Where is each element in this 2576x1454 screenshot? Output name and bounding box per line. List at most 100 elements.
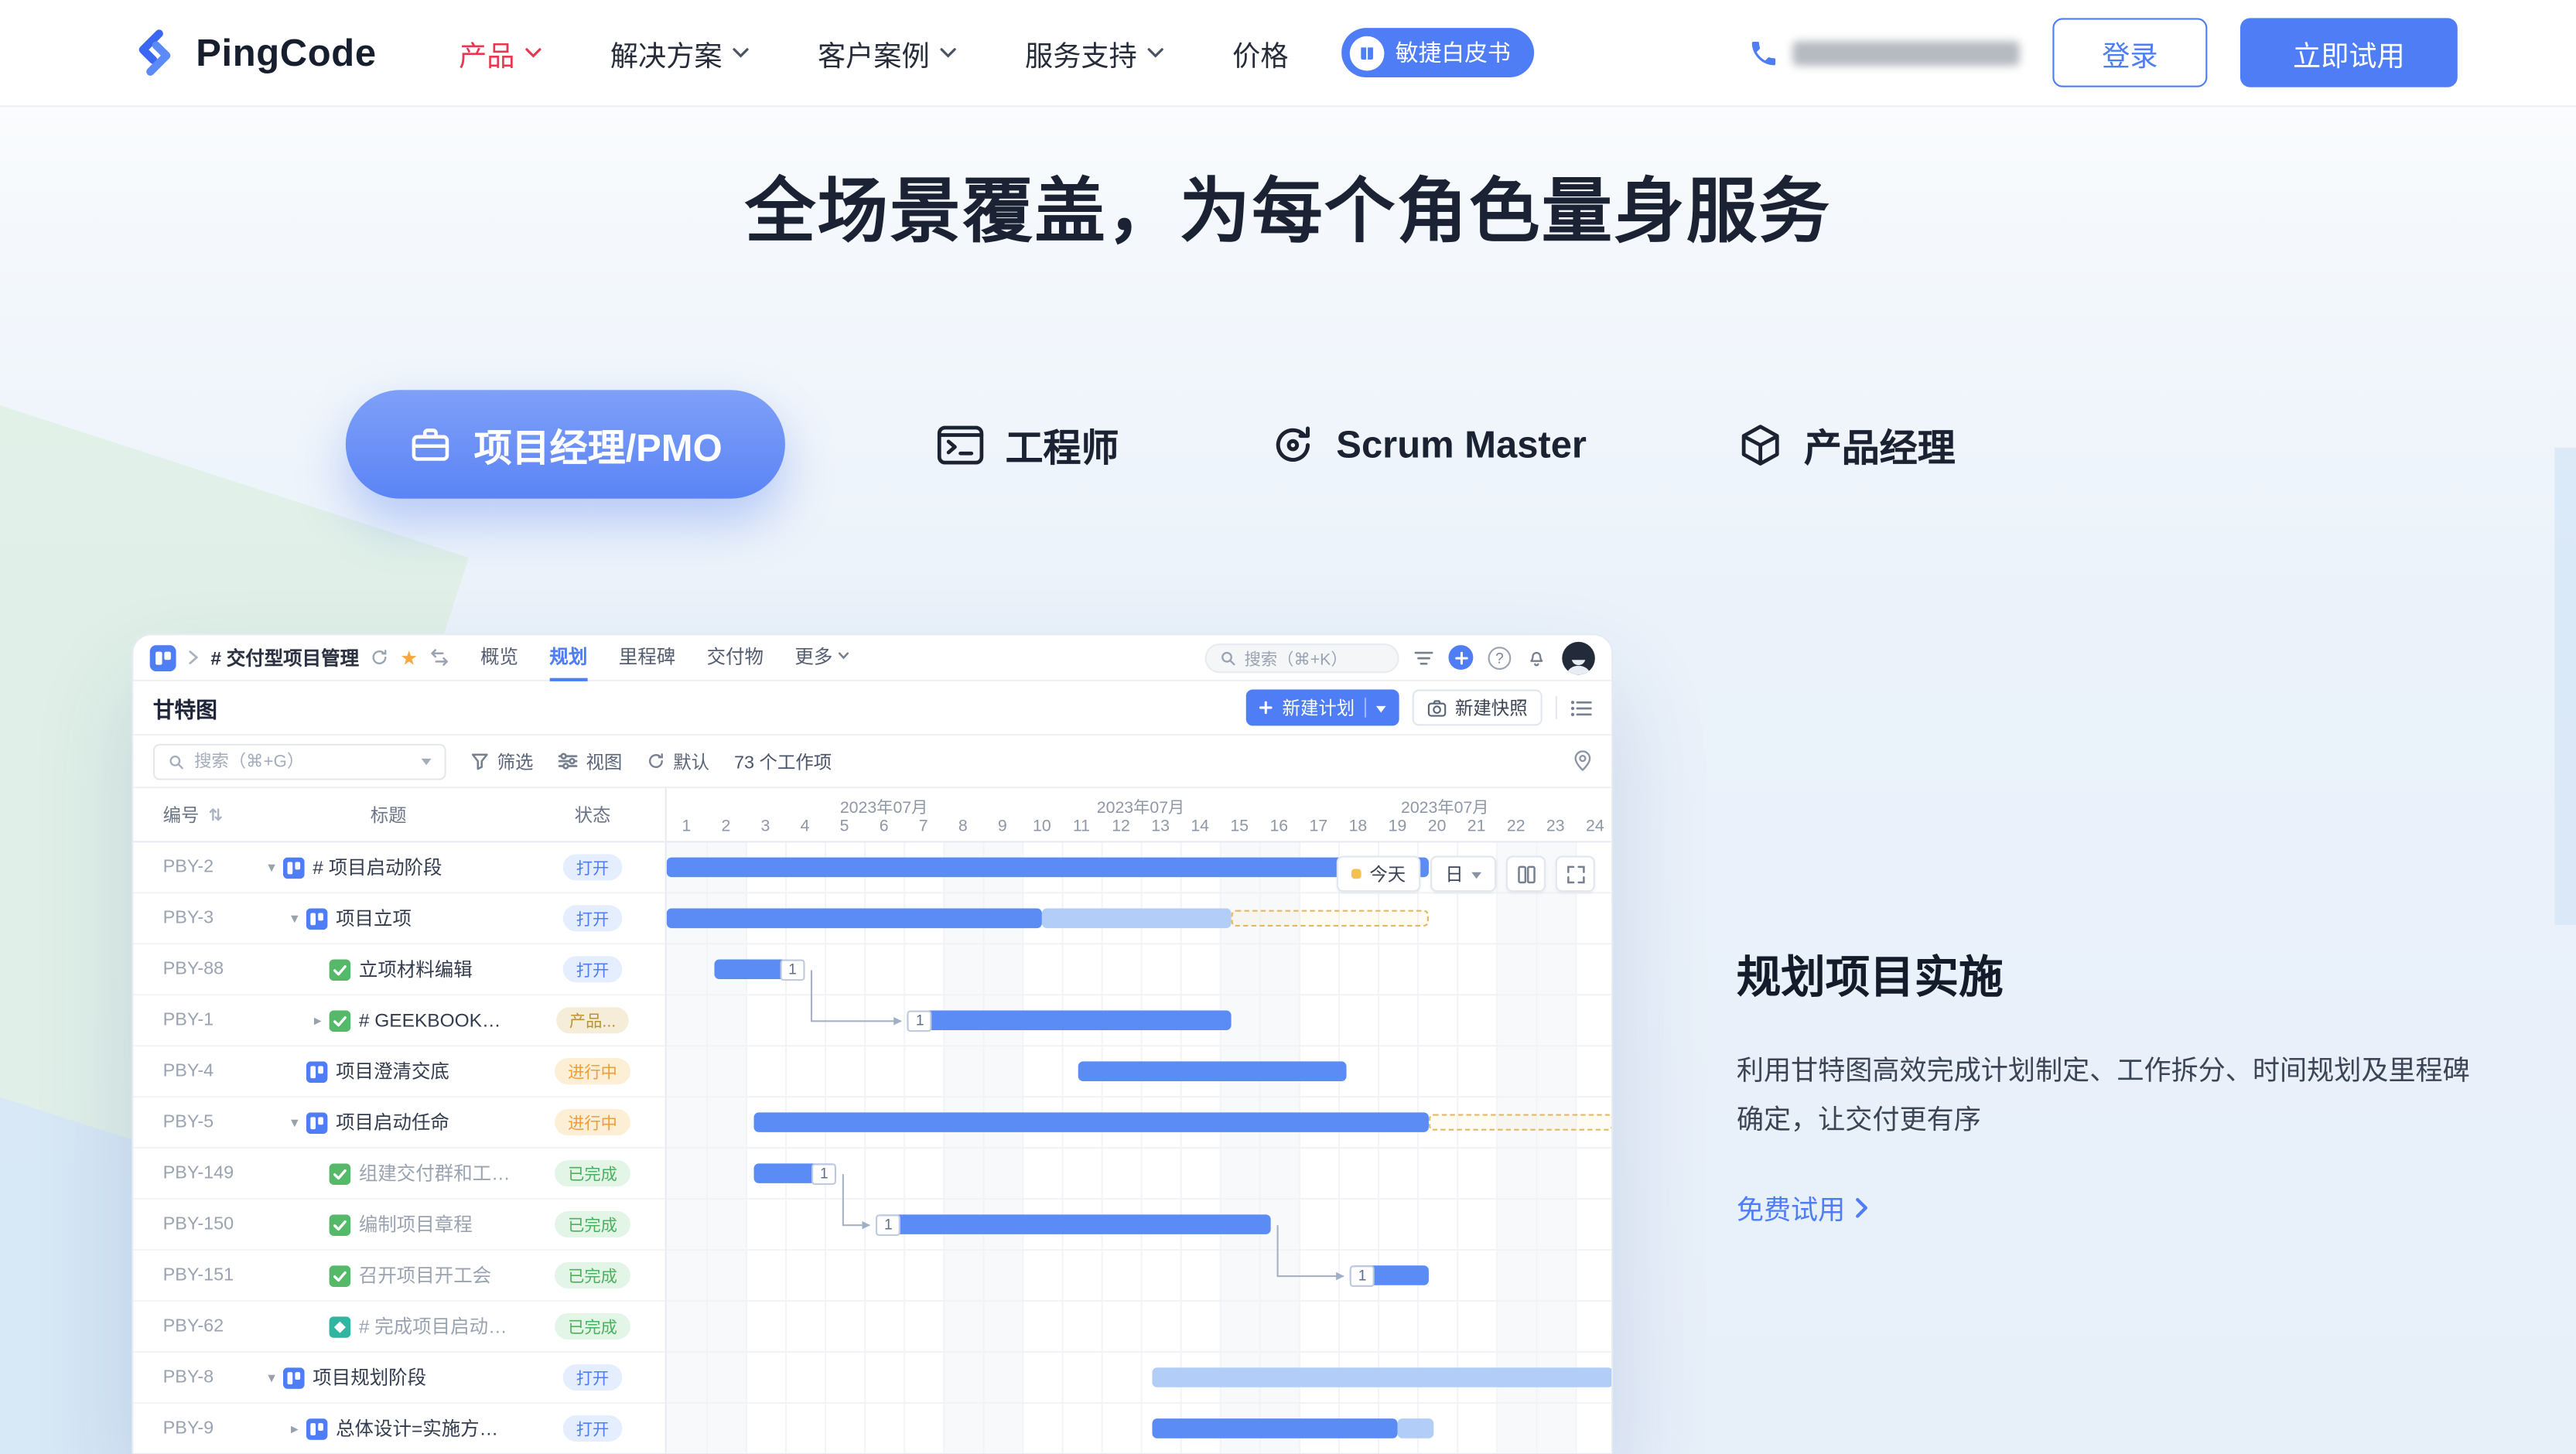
task-title[interactable]: 项目启动任命 — [336, 1114, 449, 1135]
status-badge[interactable]: 进行中 — [555, 1108, 630, 1135]
gantt-bar[interactable] — [907, 1010, 1232, 1031]
login-button[interactable]: 登录 — [2052, 18, 2208, 87]
tab-more[interactable]: 更多 — [794, 635, 849, 681]
gantt-search-input[interactable]: 搜索（⌘+G） — [152, 742, 446, 780]
free-trial-link[interactable]: 免费试用 — [1737, 1189, 1868, 1228]
task-title[interactable]: 组建交付群和工作台 — [358, 1165, 521, 1186]
signup-button[interactable]: 立即试用 — [2239, 18, 2458, 87]
nav-item-pricing[interactable]: 价格 — [1232, 32, 1288, 73]
role-tab-pmo[interactable]: 项目经理/PMO — [345, 390, 785, 499]
row-expand-icon[interactable]: ▾ — [291, 909, 299, 926]
row-expand-icon[interactable]: ▾ — [268, 1368, 275, 1385]
sort-icon[interactable] — [209, 807, 222, 823]
row-expand-icon[interactable]: ▾ — [291, 1113, 299, 1130]
breadcrumb[interactable]: # 交付型项目管理 — [210, 649, 360, 669]
task-row[interactable]: PBY-62# 完成项目启动阶段...已完成 — [133, 1302, 665, 1353]
role-tab-scrum-master[interactable]: Scrum Master — [1270, 422, 1587, 466]
new-plan-button[interactable]: 新建计划 — [1245, 689, 1399, 726]
gantt-bar[interactable] — [1041, 908, 1232, 929]
task-title[interactable]: # 完成项目启动阶段... — [358, 1318, 521, 1338]
status-badge[interactable]: 产品... — [555, 1006, 630, 1033]
favorite-star-icon[interactable]: ★ — [400, 646, 419, 669]
task-title[interactable]: 项目规划阶段 — [313, 1369, 427, 1389]
new-snapshot-button[interactable]: 新建快照 — [1412, 689, 1543, 726]
filter-lines-icon[interactable] — [1414, 649, 1434, 665]
gantt-bar[interactable] — [666, 908, 1042, 929]
status-badge[interactable]: 打开 — [562, 955, 623, 982]
create-button[interactable] — [1448, 645, 1474, 671]
status-badge[interactable]: 打开 — [562, 904, 623, 931]
brand-logo[interactable]: PingCode — [128, 26, 377, 79]
status-badge[interactable]: 已完成 — [555, 1159, 630, 1186]
nav-item-products[interactable]: 产品 — [459, 32, 541, 73]
preset-button[interactable]: 默认 — [647, 748, 709, 774]
gantt-bar[interactable] — [666, 857, 1430, 878]
task-row[interactable]: PBY-3▾项目立项打开 — [133, 893, 665, 945]
role-tab-engineer[interactable]: 工程师 — [936, 416, 1119, 472]
project-icon[interactable] — [149, 644, 176, 671]
gantt-bar[interactable] — [1152, 1418, 1398, 1439]
row-expand-icon[interactable]: ▾ — [268, 858, 275, 875]
column-header-id[interactable]: 编号 — [162, 806, 200, 827]
role-tab-product-manager[interactable]: 产品经理 — [1738, 416, 1956, 472]
tab-overview[interactable]: 概览 — [480, 647, 518, 667]
tab-deliverables[interactable]: 交付物 — [706, 647, 764, 667]
row-expand-icon[interactable]: ▸ — [313, 1011, 322, 1028]
avatar[interactable] — [1562, 640, 1595, 674]
status-badge[interactable]: 打开 — [562, 1414, 623, 1441]
view-settings-button[interactable]: 视图 — [558, 748, 622, 774]
fullscreen-icon[interactable] — [1555, 855, 1595, 893]
sync-icon[interactable] — [371, 648, 388, 666]
task-row[interactable]: PBY-2▾# 项目启动阶段打开 — [133, 842, 665, 894]
task-title[interactable]: 总体设计=实施方案（... — [336, 1420, 521, 1440]
tab-milestones[interactable]: 里程碑 — [618, 647, 676, 667]
split-columns-icon[interactable] — [1505, 855, 1546, 893]
gantt-bar[interactable] — [1429, 1114, 1612, 1131]
column-header-title[interactable]: 标题 — [370, 806, 407, 827]
gantt-bar[interactable] — [1077, 1061, 1347, 1081]
task-row[interactable]: PBY-5▾项目启动任命进行中 — [133, 1097, 665, 1149]
gantt-bar[interactable] — [753, 1112, 1430, 1132]
filter-button[interactable]: 筛选 — [471, 748, 533, 774]
task-title[interactable]: 编制项目章程 — [358, 1216, 473, 1236]
help-icon[interactable]: ? — [1488, 646, 1512, 669]
task-title[interactable]: 立项材料编辑 — [358, 961, 473, 981]
tab-planning[interactable]: 规划 — [549, 635, 588, 681]
nav-item-customer-cases[interactable]: 客户案例 — [818, 32, 956, 73]
row-expand-icon[interactable]: ▸ — [291, 1419, 299, 1436]
task-title[interactable]: 项目澄清交底 — [336, 1063, 449, 1084]
task-row[interactable]: PBY-8▾项目规划阶段打开 — [133, 1353, 665, 1405]
column-header-status[interactable]: 状态 — [574, 806, 611, 827]
task-title[interactable]: # 项目启动阶段 — [313, 858, 442, 879]
status-badge[interactable]: 进行中 — [555, 1057, 630, 1084]
status-badge[interactable]: 已完成 — [555, 1312, 630, 1339]
bell-icon[interactable] — [1525, 647, 1547, 668]
task-row[interactable]: PBY-9▸总体设计=实施方案（...打开 — [133, 1404, 664, 1452]
status-badge[interactable]: 已完成 — [555, 1261, 630, 1288]
gantt-bar[interactable] — [1231, 910, 1430, 927]
nav-item-support[interactable]: 服务支持 — [1025, 32, 1163, 73]
status-badge[interactable]: 已完成 — [555, 1210, 630, 1237]
time-unit-select[interactable]: 日 — [1430, 855, 1497, 893]
global-search-input[interactable]: 搜索（⌘+K） — [1204, 642, 1399, 673]
today-button[interactable]: 今天 — [1336, 855, 1421, 893]
nav-item-solutions[interactable]: 解决方案 — [610, 32, 749, 73]
swap-icon[interactable] — [429, 648, 449, 666]
whitepaper-badge[interactable]: 敏捷白皮书 — [1341, 28, 1534, 78]
task-title[interactable]: 项目立项 — [336, 910, 412, 930]
gantt-bar[interactable] — [1152, 1367, 1612, 1387]
status-badge[interactable]: 打开 — [562, 853, 623, 880]
view-list-icon[interactable] — [1570, 698, 1592, 716]
status-badge[interactable]: 打开 — [562, 1363, 623, 1390]
task-title[interactable]: 召开项目开工会 — [358, 1267, 492, 1287]
task-title[interactable]: # GEEKBOOKS 极... — [358, 1012, 521, 1032]
locate-pin-icon[interactable] — [1573, 750, 1591, 772]
gantt-bar[interactable] — [876, 1214, 1272, 1234]
gantt-bar[interactable] — [1397, 1418, 1433, 1439]
task-row[interactable]: PBY-1▸# GEEKBOOKS 极...产品... — [133, 995, 665, 1047]
